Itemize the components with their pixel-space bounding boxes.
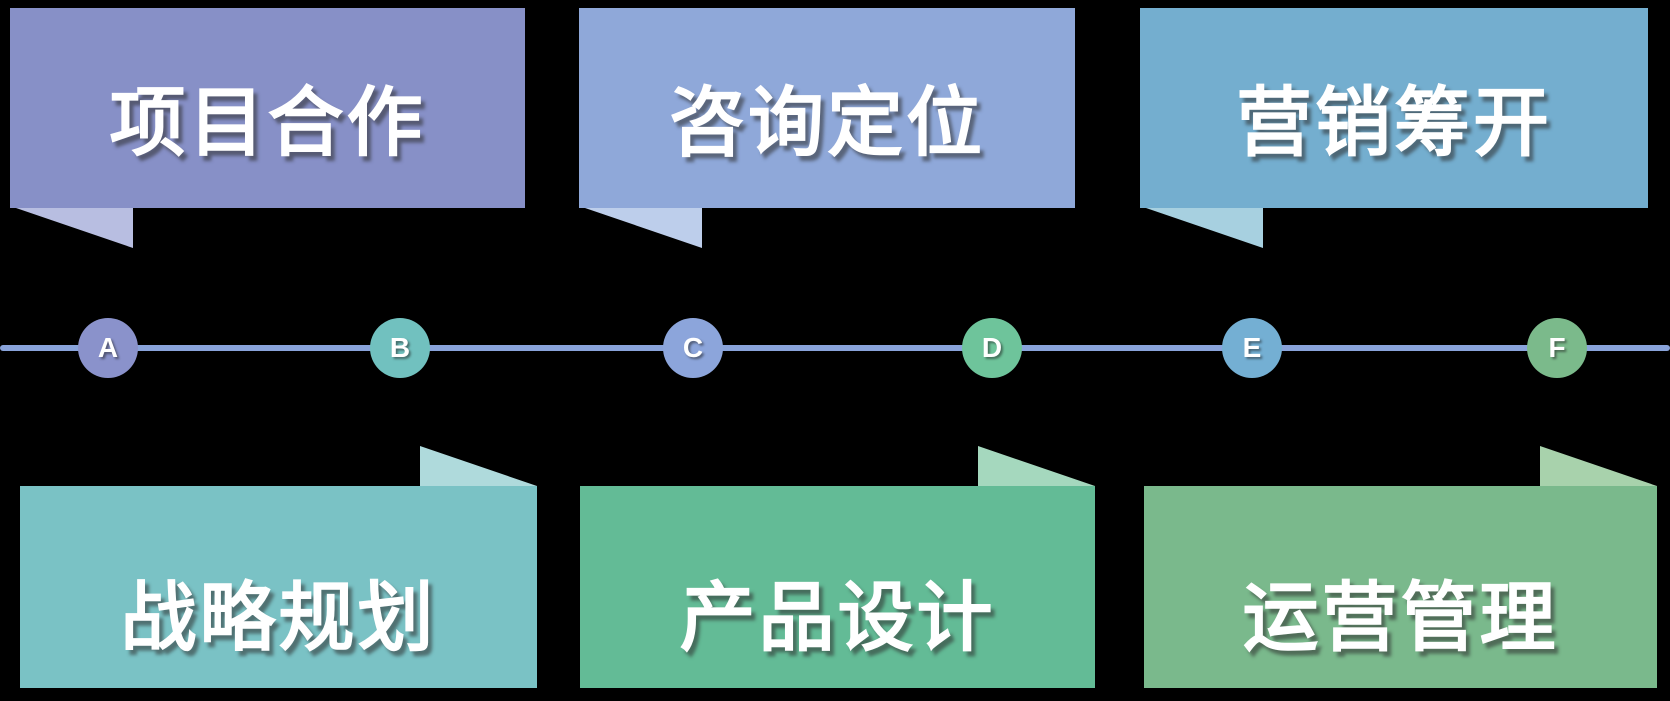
timeline-node-label: A [97, 332, 119, 363]
timeline-node-f: F [1527, 318, 1587, 378]
timeline-node-label: E [1242, 332, 1262, 363]
timeline-node-b: B [370, 318, 430, 378]
speech-bubble-top-2: 咨询定位 [579, 8, 1075, 248]
timeline-node-label: F [1548, 332, 1566, 363]
speech-bubble-bottom-2: 产品设计 [580, 446, 1095, 688]
speech-bubble-bottom-3: 运营管理 [1144, 446, 1657, 688]
bubble-tail [420, 446, 537, 486]
bubble-label: 产品设计 [679, 576, 996, 661]
timeline-node-e: E [1222, 318, 1282, 378]
bubble-label: 营销筹开 [1236, 81, 1552, 166]
timeline-node-c: C [663, 318, 723, 378]
bubble-tail [1540, 446, 1657, 486]
bubble-tail [978, 446, 1095, 486]
speech-bubble-bottom-1: 战略规划 [20, 446, 537, 688]
timeline-node-label: C [682, 332, 704, 363]
bubble-label: 运营管理 [1242, 576, 1559, 661]
bubble-tail [585, 208, 702, 248]
bubble-label: 项目合作 [109, 81, 426, 166]
timeline-node-d: D [962, 318, 1022, 378]
bubble-tail [16, 208, 133, 248]
speech-bubble-top-3: 营销筹开 [1140, 8, 1648, 248]
timeline-node-label: B [389, 332, 411, 363]
bubble-label: 战略规划 [120, 576, 437, 661]
timeline-line [0, 345, 1670, 351]
speech-bubble-top-1: 项目合作 [10, 8, 525, 248]
timeline-node-a: A [78, 318, 138, 378]
timeline-node-label: D [981, 332, 1003, 363]
bubble-label: 咨询定位 [669, 81, 985, 166]
bubble-tail [1146, 208, 1263, 248]
